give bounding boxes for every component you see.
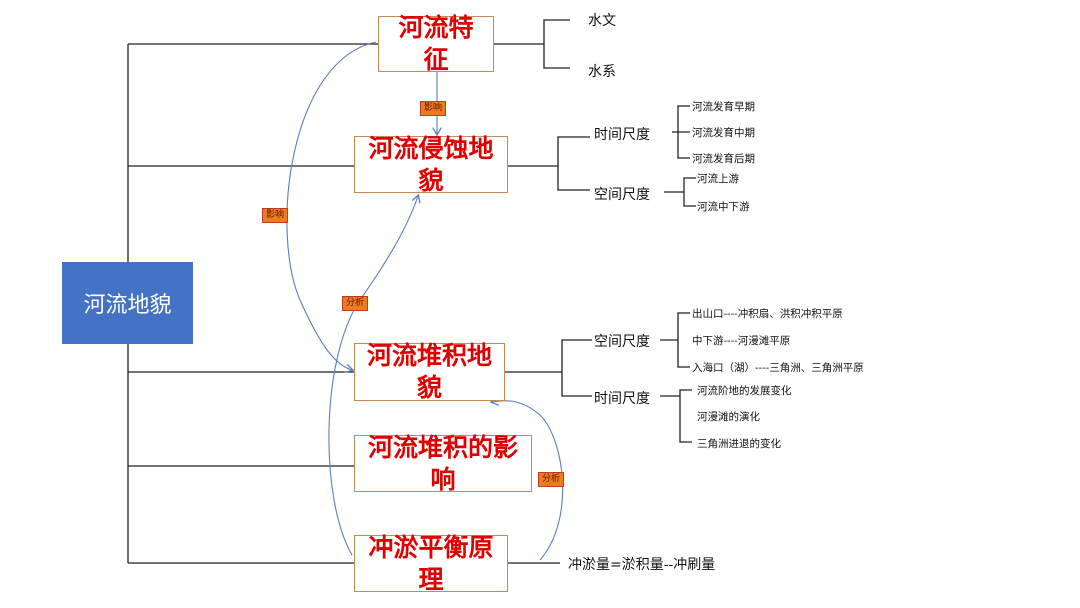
topic-line: 河流侵蚀地 [368,133,494,163]
influence-tag: 影响 [420,101,447,116]
erosion-space-item: 河流中下游 [697,201,750,213]
erosion-time-item: 河流发育中期 [692,127,755,139]
topic-erosion-landforms[interactable]: 河流侵蚀地 貌 [354,133,508,195]
influence-tag: 影响 [262,208,289,223]
topic-scour-fill-balance[interactable]: 冲淤平衡原 理 [354,532,508,594]
topic-line: 响 [430,464,456,494]
deposition-space-item: 中下游----河漫滩平原 [692,335,791,347]
deposition-time-item: 三角洲进退的变化 [697,438,781,450]
root-node[interactable]: 河流地貌 [62,262,193,344]
erosion-space-item: 河流上游 [697,173,739,185]
deposition-time-scale: 时间尺度 [594,391,650,407]
deposition-space-item: 入海口（湖）----三角洲、三角洲平原 [692,362,864,374]
balance-formula: 冲淤量=淤积量--冲刷量 [568,557,716,573]
topic-deposition-impact[interactable]: 河流堆积的影 响 [354,432,532,494]
erosion-time-scale: 时间尺度 [594,127,650,143]
erosion-time-item: 河流发育早期 [692,101,755,113]
topic-line: 河流堆积地 [366,341,492,370]
analysis-tag: 分析 [342,296,369,311]
deposition-space-scale: 空间尺度 [594,334,650,350]
topic-line: 河流堆积的影 [367,432,518,462]
erosion-time-item: 河流发育后期 [692,153,755,165]
topic-line: 冲淤平衡原 [368,532,494,562]
topic-river-features[interactable]: 河流特 征 [378,13,494,74]
analysis-tag: 分析 [538,472,565,487]
leaf-hydrology: 水文 [588,13,616,29]
deposition-time-item: 河流阶地的发展变化 [697,385,792,397]
erosion-space-scale: 空间尺度 [594,187,650,203]
deposition-time-item: 河漫滩的演化 [697,411,760,423]
topic-line: 貌 [418,165,444,195]
topic-line: 河流特 [398,13,474,42]
topic-line: 貌 [416,373,442,402]
topic-deposition-landforms[interactable]: 河流堆积地 貌 [354,341,505,402]
topic-line: 理 [418,564,444,594]
leaf-river-system: 水系 [588,64,616,80]
deposition-space-item: 出山口----冲积扇、洪积冲积平原 [692,308,843,320]
topic-line: 征 [423,45,449,74]
